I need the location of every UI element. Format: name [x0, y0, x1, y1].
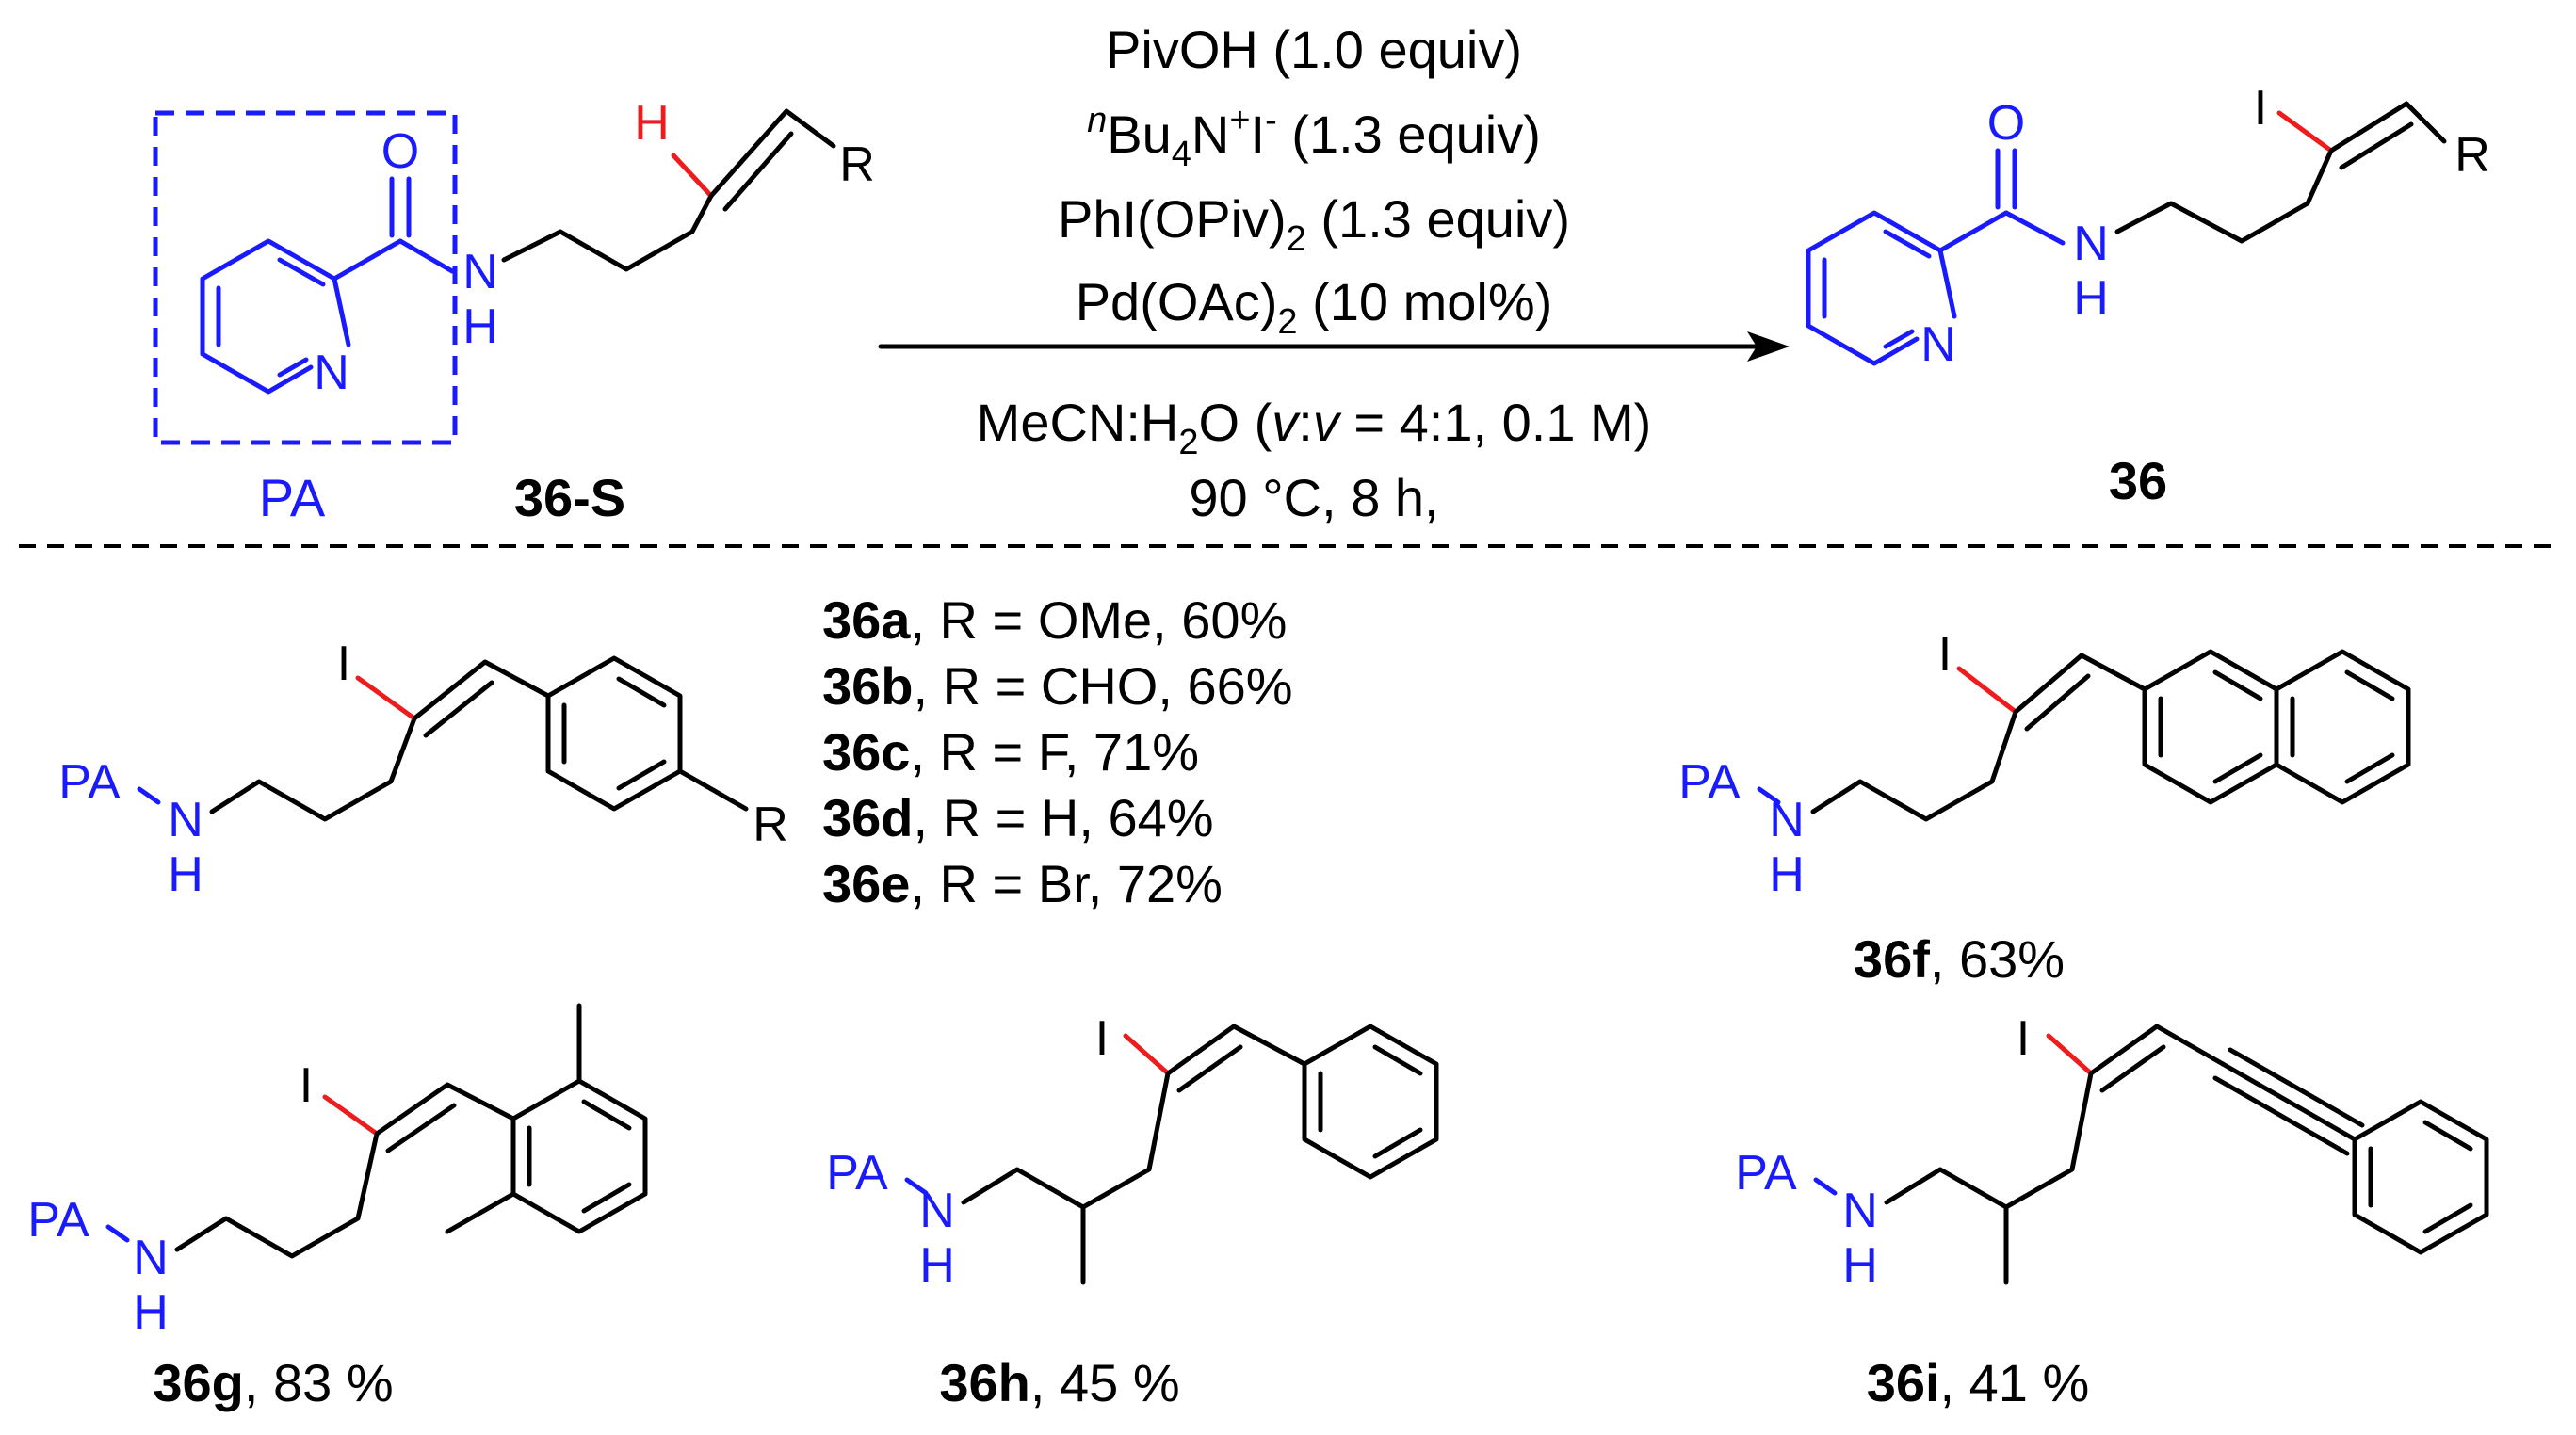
pyridine-nitrogen: N — [314, 346, 349, 400]
benzene-ring — [510, 1078, 648, 1234]
starting-material-36-S: O N N H H R PA 36-S — [153, 96, 875, 527]
amide-nitrogen: N — [133, 1231, 169, 1285]
entry-36e: 36e, R = Br, 72% — [822, 854, 1223, 913]
pyridine-ring — [1806, 210, 1957, 366]
product-36i: PA N H I 36i, 41 % — [1735, 1011, 2489, 1412]
r-group: R — [839, 137, 875, 192]
condition-oxidant: PhI(OPiv)2 (1.3 equiv) — [1058, 189, 1570, 259]
compound-label-36i: 36i, 41 % — [1867, 1353, 2090, 1412]
benzene-ring — [1302, 1024, 1439, 1180]
substrate-table: 36a, R = OMe, 60% 36b, R = CHO, 66% 36c,… — [822, 590, 1293, 913]
condition-temperature-time: 90 °C, 8 h, — [1189, 468, 1438, 527]
product-36h: PA N H I 36h, 45 % — [826, 1011, 1439, 1412]
condition-iodide-salt: nBu4N+I- (1.3 equiv) — [1087, 101, 1541, 174]
amide-nitrogen: N — [168, 793, 203, 847]
amide-hydrogen: H — [1769, 847, 1805, 902]
r-group: R — [753, 798, 788, 852]
product-36f: PA N H I 36f, 63% — [1678, 627, 2411, 989]
carbonyl-oxygen: O — [1987, 96, 2025, 151]
benzene-ring — [2352, 1099, 2489, 1255]
entry-36d: 36d, R = H, 64% — [822, 788, 1214, 847]
iodine: I — [2254, 81, 2267, 136]
r-group: R — [2454, 128, 2490, 183]
amide-hydrogen: H — [1842, 1238, 1878, 1293]
product-36: O N N H I R 36 — [1806, 81, 2490, 510]
amide-nitrogen: N — [919, 1184, 955, 1238]
amide-hydrogen: H — [133, 1285, 169, 1340]
amide-nitrogen: N — [462, 245, 498, 299]
compound-id-36-S: 36-S — [514, 468, 625, 527]
pa-label: PA — [1735, 1146, 1797, 1201]
condition-solvent: MeCN:H2O (v:v = 4:1, 0.1 M) — [977, 393, 1652, 462]
reaction-arrowhead — [1747, 331, 1790, 362]
amide-nitrogen: N — [1769, 793, 1805, 847]
entry-36a: 36a, R = OMe, 60% — [822, 590, 1287, 650]
pa-label: PA — [58, 755, 121, 810]
pa-label: PA — [27, 1193, 89, 1248]
condition-catalyst: Pd(OAc)2 (10 mol%) — [1076, 272, 1553, 342]
vinyl-hydrogen: H — [634, 96, 670, 151]
compound-label-36g: 36g, 83 % — [153, 1353, 393, 1412]
amide-hydrogen: H — [2073, 271, 2109, 326]
product-36g: PA N H I 36g, 83 % — [27, 1003, 648, 1412]
iodine: I — [300, 1058, 313, 1113]
naphthalene-ring — [2142, 649, 2411, 805]
amide-nitrogen: N — [2073, 217, 2109, 271]
iodine: I — [1095, 1011, 1109, 1066]
benzene-ring — [545, 655, 683, 812]
pyridine-ring — [200, 238, 351, 395]
condition-pivoh: PivOH (1.0 equiv) — [1106, 20, 1522, 79]
pa-label: PA — [1678, 755, 1741, 810]
iodine: I — [337, 637, 350, 691]
entry-36b: 36b, R = CHO, 66% — [822, 656, 1293, 716]
pa-label: PA — [259, 468, 326, 527]
compound-id-36: 36 — [2109, 451, 2167, 510]
product-36a-e: PA N H I R — [58, 637, 788, 902]
amide-hydrogen: H — [168, 847, 203, 902]
directing-group-box — [153, 110, 458, 445]
pyridine-nitrogen: N — [1920, 317, 1956, 372]
carbonyl-oxygen: O — [381, 124, 419, 179]
amide-hydrogen: H — [462, 299, 498, 354]
amide-nitrogen: N — [1842, 1184, 1878, 1238]
compound-label-36h: 36h, 45 % — [939, 1353, 1179, 1412]
amide-hydrogen: H — [919, 1238, 955, 1293]
compound-label-36f: 36f, 63% — [1854, 929, 2065, 989]
reaction-conditions: PivOH (1.0 equiv) nBu4N+I- (1.3 equiv) P… — [878, 20, 1790, 527]
iodine: I — [1938, 627, 1952, 682]
pa-label: PA — [826, 1146, 888, 1201]
iodine: I — [2017, 1011, 2030, 1066]
entry-36c: 36c, R = F, 71% — [822, 722, 1199, 782]
